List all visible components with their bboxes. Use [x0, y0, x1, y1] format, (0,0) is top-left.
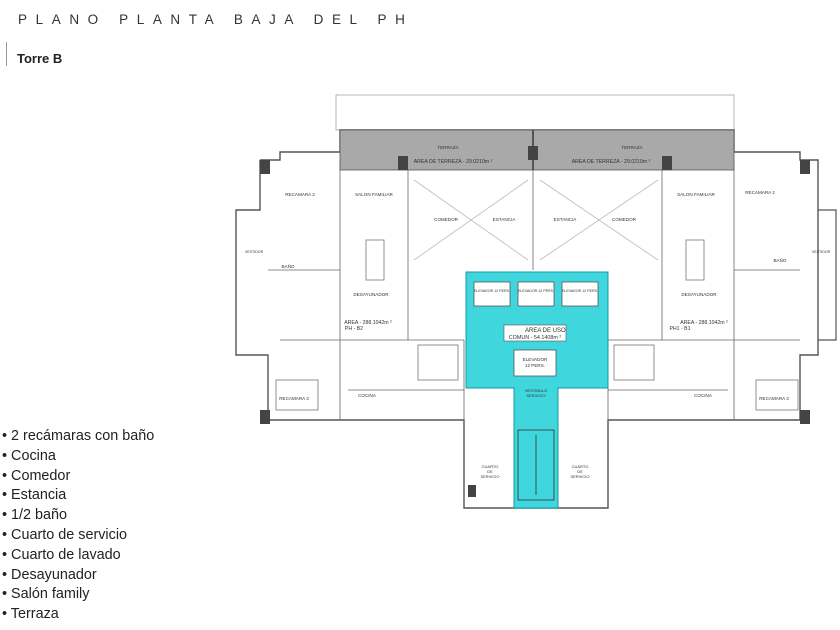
features-list: • 2 recámaras con baño • Cocina • Comedo… — [2, 427, 154, 625]
label-elevador-center-1: ELEVADOR — [523, 357, 548, 362]
label-vestibulo-1: VESTIBULO — [525, 388, 547, 393]
feature-item: • Cuarto de servicio — [2, 526, 128, 543]
label-cocina-left: COCINA — [358, 393, 377, 398]
label-area-terraza-right: AREA DE TERREZA - 29.0210m ² — [572, 159, 651, 165]
label-comedor-right: COMEDOR — [612, 217, 637, 222]
label-elevador-1: ELEVADOR 12 PERS. — [474, 289, 510, 293]
plan-linework — [235, 94, 837, 509]
label-terraza-left: TERRAZA — [437, 145, 459, 150]
label-cuarto-right-3: SERVICIO — [570, 474, 589, 479]
label-bano-right: BAÑO — [773, 257, 786, 263]
label-vestidor-right: VESTIDOR — [812, 250, 831, 254]
label-comedor-left: COMEDOR — [434, 217, 459, 222]
feature-item: • 2 recámaras con baño — [2, 428, 155, 444]
page-title: PLANO PLANTA BAJA DEL PH — [18, 12, 414, 27]
label-recamara-3-right: RECAMARA 3 — [759, 396, 789, 401]
label-area-ph-left: AREA - 288.1042m ² — [344, 320, 392, 326]
feature-item: • Estancia — [2, 487, 67, 504]
label-recamara-2-right: RECAMARA 2 — [745, 190, 775, 195]
feature-item: • Terraza — [2, 606, 59, 623]
label-area-comun-2: COMUN - 54.1408m ² — [509, 335, 562, 341]
label-cuarto-right-1: CUARTO — [572, 464, 589, 469]
label-cocina-right: COCINA — [694, 393, 713, 398]
label-salon-left: SALON FAMILIAR — [355, 192, 393, 197]
label-vestibulo-2: SERVICIO — [526, 393, 545, 398]
label-area-comun-1: AREA DE USO — [525, 328, 566, 334]
label-desayunador-right: DESAYUNADOR — [681, 292, 717, 297]
common-area — [465, 271, 609, 509]
feature-item: • Cuarto de lavado — [2, 546, 121, 563]
label-salon-right: SALON FAMILIAR — [677, 192, 715, 197]
feature-item: • Comedor — [2, 467, 71, 484]
label-ph1-b1: PH1 - B1 — [669, 326, 690, 332]
tower-subtitle: Torre B — [17, 51, 63, 66]
label-vestidor-left: VESTIDOR — [245, 250, 264, 254]
label-elevador-3: ELEVADOR 12 PERS. — [562, 289, 598, 293]
label-desayunador-left: DESAYUNADOR — [353, 292, 389, 297]
label-bano-left: BAÑO — [281, 263, 294, 269]
label-estancia-right: ESTANCIA — [554, 217, 578, 222]
divider — [6, 42, 7, 66]
feature-item: • Desayunador — [2, 566, 97, 583]
label-ph-b2: PH - B2 — [345, 326, 363, 332]
label-area-terraza-left: AREA DE TERREZA - 29.0210m ² — [414, 159, 493, 165]
label-recamara-3-left: RECAMARA 3 — [279, 396, 309, 401]
label-estancia-left: ESTANCIA — [493, 217, 517, 222]
label-recamara-2-left: RECAMARA 2 — [285, 192, 315, 197]
label-terraza-right: TERRAZA — [621, 145, 643, 150]
feature-item: • 1/2 baño — [2, 507, 68, 524]
label-cuarto-left-1: CUARTO — [482, 464, 499, 469]
label-elevador-center-2: 12 PERS. — [525, 363, 545, 368]
feature-item: • Salón family — [2, 586, 90, 603]
label-area-ph-right: AREA - 288.1042m ² — [680, 320, 728, 326]
label-cuarto-right-2: DE — [577, 469, 583, 474]
label-cuarto-left-3: SERVICIO — [480, 474, 499, 479]
floor-plan: TERRAZA TERRAZA AREA DE TERREZA - 29.021… — [235, 94, 837, 509]
label-cuarto-left-2: DE — [487, 469, 493, 474]
feature-item: • Cocina — [2, 447, 56, 464]
label-elevador-2: ELEVADOR 12 PERS. — [518, 289, 554, 293]
